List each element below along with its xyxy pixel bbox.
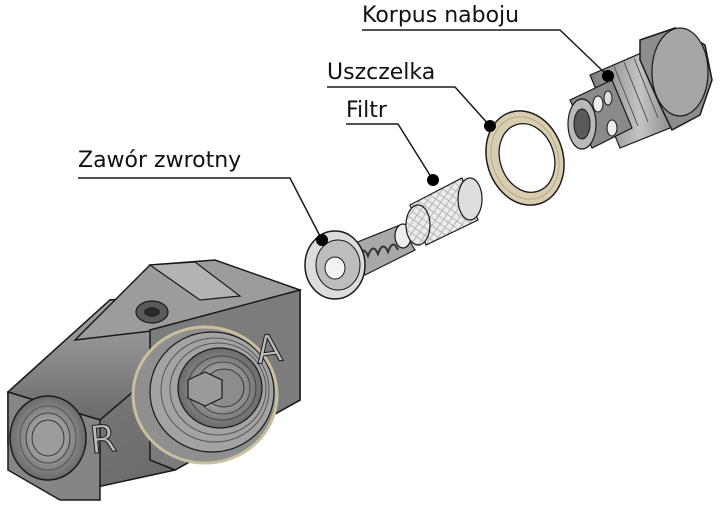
- leader-dots: [316, 70, 614, 246]
- leader-uszczelka: [327, 86, 491, 127]
- valve-body: R A: [6, 259, 303, 501]
- leader-dot-zawor: [316, 234, 328, 246]
- callout-zawor-zwrotny: Zawór zwrotny: [78, 148, 242, 173]
- leader-dot-korpus: [602, 70, 614, 82]
- threaded-outlet: [131, 325, 279, 465]
- inlet-letter: R: [88, 416, 119, 463]
- seal-ring: [485, 110, 565, 206]
- inlet-bore: [9, 395, 87, 481]
- leader-lines: [78, 29, 609, 241]
- leader-dot-uszczelka: [484, 120, 496, 132]
- callout-uszczelka: Uszczelka: [327, 60, 436, 85]
- leader-korpus: [362, 29, 609, 77]
- leader-filtr: [346, 123, 434, 181]
- check-valve: [304, 223, 416, 300]
- leader-dot-filtr: [427, 174, 439, 186]
- filter-mesh: [405, 177, 483, 246]
- cartridge-body: [567, 27, 713, 150]
- leader-zawor: [78, 177, 323, 241]
- callout-korpus-naboju: Korpus naboju: [362, 3, 520, 28]
- callout-filtr: Filtr: [346, 98, 387, 123]
